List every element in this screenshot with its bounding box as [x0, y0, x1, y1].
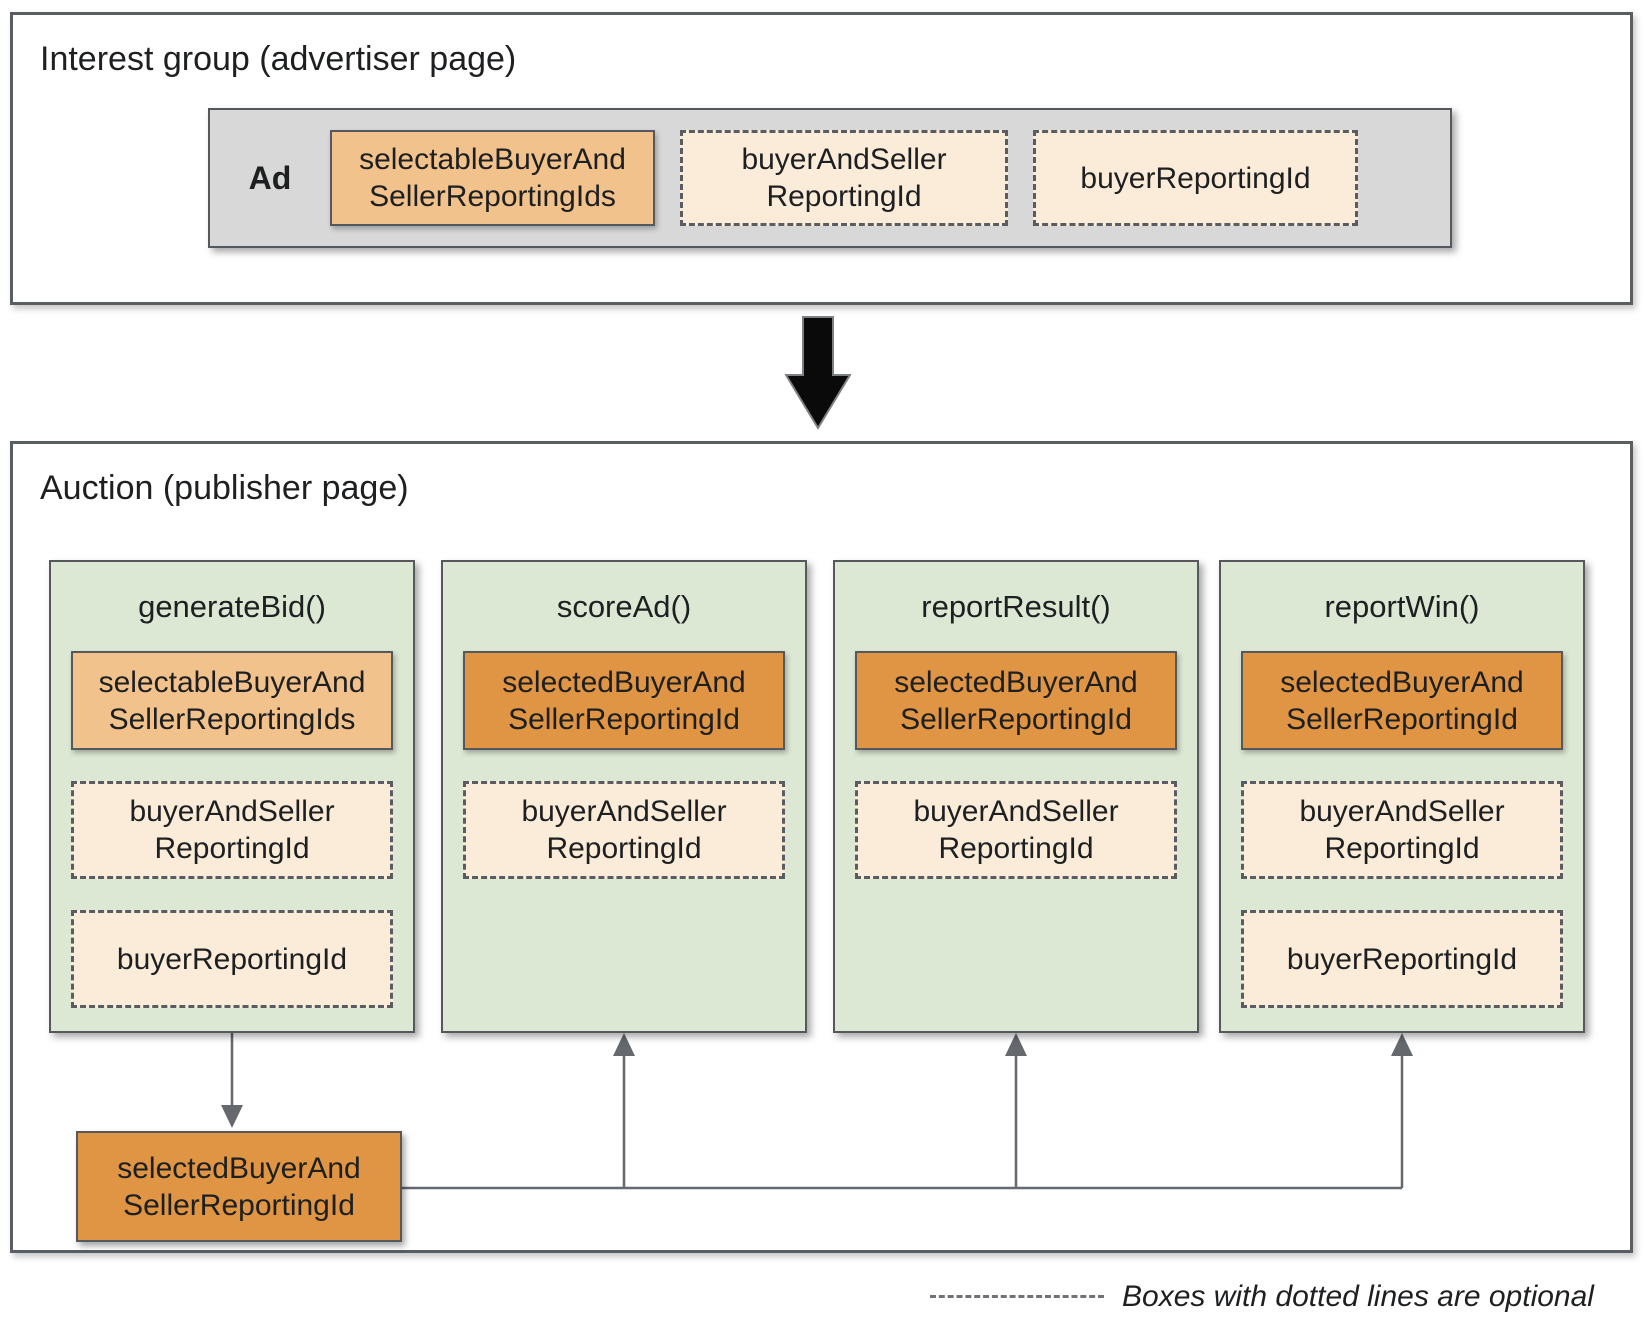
generate-bid-column: generateBid() selectableBuyerAnd SellerR… [49, 560, 415, 1033]
report-win-column: reportWin() selectedBuyerAnd SellerRepor… [1219, 560, 1585, 1033]
score-ad-column: scoreAd() selectedBuyerAnd SellerReporti… [441, 560, 807, 1033]
selected-buyer-and-seller-reporting-id-output-box: selectedBuyerAnd SellerReportingId [76, 1131, 402, 1242]
selected-buyer-and-seller-reporting-id-box: selectedBuyerAnd SellerReportingId [1241, 651, 1563, 750]
selectable-buyer-and-seller-reporting-ids-box: selectableBuyerAnd SellerReportingIds [330, 130, 655, 226]
arrowhead-up-icon [1391, 1033, 1413, 1056]
buyer-and-seller-reporting-id-box: buyerAndSeller ReportingId [1241, 781, 1563, 879]
selected-buyer-and-seller-reporting-id-box: selectedBuyerAnd SellerReportingId [463, 651, 785, 750]
buyer-and-seller-reporting-id-box: buyerAndSeller ReportingId [680, 130, 1008, 226]
auction-panel: Auction (publisher page) generateBid() s… [10, 441, 1633, 1253]
buyer-reporting-id-box: buyerReportingId [71, 910, 393, 1008]
generate-bid-header: generateBid() [138, 588, 326, 624]
ad-label: Ad [248, 159, 292, 196]
interest-group-panel: Interest group (advertiser page) Ad sele… [10, 12, 1633, 305]
report-result-header: reportResult() [921, 588, 1111, 624]
ad-strip: Ad selectableBuyerAnd SellerReportingIds… [208, 108, 1452, 248]
arrowhead-down-icon [221, 1105, 243, 1128]
arrowhead-up-icon [613, 1033, 635, 1056]
selected-buyer-and-seller-reporting-id-box: selectedBuyerAnd SellerReportingId [855, 651, 1177, 750]
legend-dashed-line-icon [930, 1295, 1104, 1298]
flow-down-arrow-icon [785, 316, 851, 430]
auction-title: Auction (publisher page) [40, 469, 409, 507]
buyer-reporting-id-box: buyerReportingId [1241, 910, 1563, 1008]
interest-group-title: Interest group (advertiser page) [40, 40, 517, 78]
buyer-and-seller-reporting-id-box: buyerAndSeller ReportingId [71, 781, 393, 879]
legend-text: Boxes with dotted lines are optional [1122, 1280, 1594, 1313]
score-ad-header: scoreAd() [556, 588, 692, 624]
report-win-header: reportWin() [1324, 588, 1480, 624]
selectable-buyer-and-seller-reporting-ids-box: selectableBuyerAnd SellerReportingIds [71, 651, 393, 750]
buyer-and-seller-reporting-id-box: buyerAndSeller ReportingId [463, 781, 785, 879]
report-result-column: reportResult() selectedBuyerAnd SellerRe… [833, 560, 1199, 1033]
buyer-reporting-id-box: buyerReportingId [1033, 130, 1358, 226]
arrowhead-up-icon [1005, 1033, 1027, 1056]
buyer-and-seller-reporting-id-box: buyerAndSeller ReportingId [855, 781, 1177, 879]
